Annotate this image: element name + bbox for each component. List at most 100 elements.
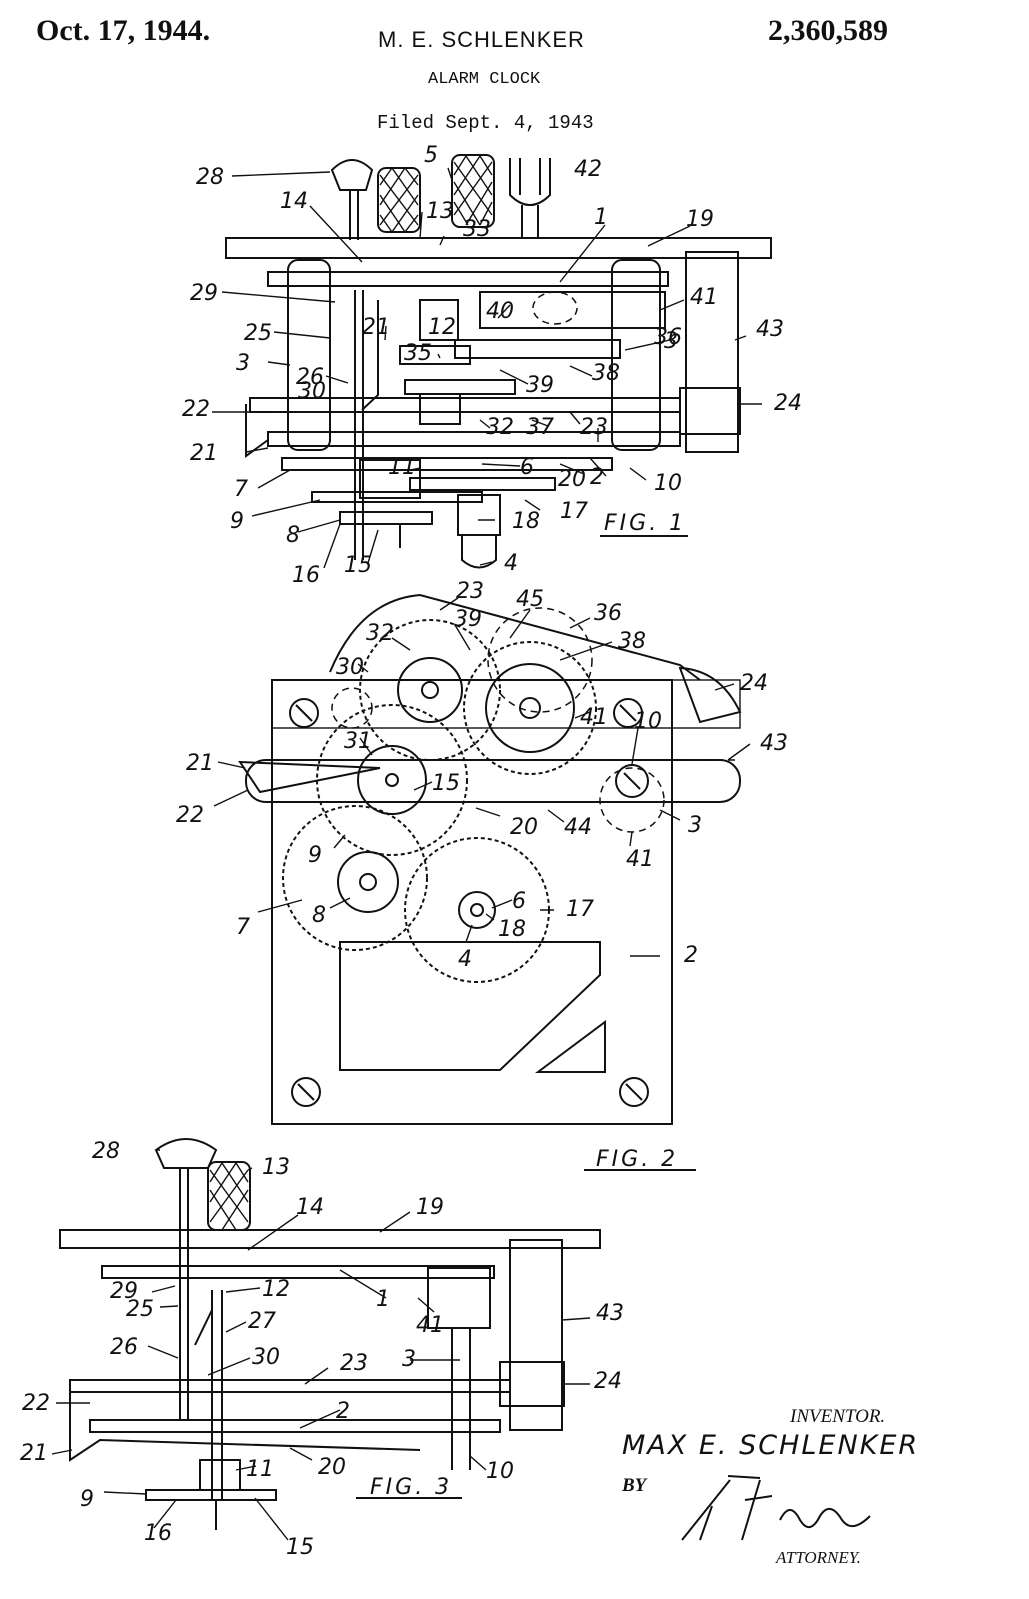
attorney-caption: ATTORNEY.: [776, 1548, 861, 1567]
fig1-ref-label: 23: [580, 415, 608, 440]
fig1-ref-label: 21: [190, 441, 218, 466]
inventor-caption: INVENTOR.: [790, 1406, 886, 1427]
fig3-ref-label: 25: [126, 1297, 154, 1322]
fig3-ref-label: 22: [22, 1391, 50, 1416]
fig3-leaders: [51, 1149, 591, 1541]
fig3-ref-label: 24: [594, 1369, 622, 1394]
fig1-ref-label: 39: [526, 373, 554, 398]
fig2-ref-label: 18: [498, 917, 526, 942]
fig1-ref-label: 15: [344, 553, 372, 578]
fig1-ref-label: 43: [756, 317, 784, 342]
fig3-ref-label: 21: [20, 1441, 48, 1466]
fig3-ref-label: 16: [144, 1521, 172, 1546]
fig3-ref-label: 14: [296, 1195, 324, 1220]
fig1-ref-label: 20: [558, 467, 586, 492]
fig1-ref-label: 36: [654, 325, 682, 350]
fig2-drawing: [238, 593, 742, 1171]
fig3-caption: FIG. 3: [370, 1475, 452, 1500]
fig1-ref-label: 3: [664, 329, 678, 354]
fig2-ref-label: 32: [366, 621, 394, 646]
fig1-ref-label: 21: [362, 315, 390, 340]
fig1-ref-label: 32: [486, 415, 514, 440]
fig2-ref-label: 10: [634, 709, 662, 734]
fig2-caption: FIG. 2: [596, 1147, 678, 1172]
fig2-ref-label: 38: [618, 629, 646, 654]
attorney-signature: [681, 1475, 871, 1541]
fig2-ref-label: 45: [516, 587, 544, 612]
fig3-ref-label: 29: [110, 1279, 138, 1304]
fig1-ref-label: 6: [520, 455, 534, 480]
fig1-ref-label: 4: [504, 551, 518, 576]
fig1-ref-label: 35: [404, 341, 432, 366]
fig2-ref-label: 39: [454, 607, 482, 632]
patent-number: 2,360,589: [768, 14, 888, 47]
fig2-ref-label: 20: [510, 815, 538, 840]
fig3-ref-label: 11: [246, 1457, 274, 1482]
fig2-ref-label: 41: [626, 847, 654, 872]
fig1-ref-label: 5: [424, 143, 438, 168]
fig1-ref-label: 37: [526, 415, 554, 440]
fig1-ref-label: 12: [428, 315, 456, 340]
fig1-ref-label: 9: [230, 509, 244, 534]
patent-title: ALARM CLOCK: [428, 70, 541, 89]
fig3-ref-label: 10: [486, 1459, 514, 1484]
fig1-ref-label: 30: [298, 379, 326, 404]
fig3-ref-label: 2: [336, 1399, 350, 1424]
fig2-ref-label: 6: [512, 889, 526, 914]
fig2-ref-label: 2: [684, 943, 698, 968]
fig1-drawing: [225, 154, 772, 569]
fig1-ref-label: 24: [774, 391, 802, 416]
fig2-ref-label: 15: [432, 771, 460, 796]
fig3-ref-label: 28: [92, 1139, 120, 1164]
fig2-ref-label: 9: [308, 843, 322, 868]
fig1-ref-label: 8: [286, 523, 300, 548]
fig1-ref-label: 41: [690, 285, 718, 310]
fig1-ref-label: 2: [590, 465, 604, 490]
by-label: BY: [622, 1475, 647, 1496]
fig2-ref-label: 31: [344, 729, 372, 754]
fig3-ref-label: 26: [110, 1335, 138, 1360]
fig2-ref-label: 41: [580, 705, 608, 730]
fig2-ref-label: 21: [186, 751, 214, 776]
fig1-ref-label: 11: [388, 455, 416, 480]
fig1-ref-label: 42: [574, 157, 602, 182]
fig1-ref-label: 28: [196, 165, 224, 190]
fig2-ref-label: 36: [594, 601, 622, 626]
fig1-ref-label: 26: [296, 365, 324, 390]
fig3-ref-label: 1: [376, 1287, 390, 1312]
fig3-ref-label: 27: [248, 1309, 276, 1334]
fig2-ref-label: 7: [236, 915, 250, 940]
fig2-ref-label: 4: [458, 947, 472, 972]
fig3-ref-label: 23: [340, 1351, 368, 1376]
fig1-ref-label: 16: [292, 563, 320, 588]
fig1-leaders: [212, 167, 762, 569]
fig2-ref-label: 22: [176, 803, 204, 828]
fig1-ref-label: 22: [182, 397, 210, 422]
fig1-ref-label: 17: [560, 499, 588, 524]
fig2-ref-label: 17: [566, 897, 594, 922]
fig1-ref-label: 7: [234, 477, 248, 502]
fig2-ref-label: 44: [564, 815, 592, 840]
fig1-ref-label: 10: [654, 471, 682, 496]
fig3-ref-label: 15: [286, 1535, 314, 1560]
fig1-ref-label: 25: [244, 321, 272, 346]
inventor-header: M. E. SCHLENKER: [378, 27, 585, 52]
fig3-ref-label: 12: [262, 1277, 290, 1302]
fig2-leaders: [213, 597, 751, 957]
fig1-ref-label: 14: [280, 189, 308, 214]
filed-date: Filed Sept. 4, 1943: [377, 112, 594, 134]
fig3-ref-label: 30: [252, 1345, 280, 1370]
fig1-ref-label: 13: [426, 199, 454, 224]
fig1-ref-label: 40: [486, 299, 514, 324]
fig3-drawing: [59, 1138, 601, 1530]
fig3-ref-label: 13: [262, 1155, 290, 1180]
fig3-ref-label: 9: [80, 1487, 94, 1512]
fig2-ref-label: 3: [688, 813, 702, 838]
fig2-ref-label: 24: [740, 671, 768, 696]
fig1-caption: FIG. 1: [604, 511, 686, 536]
fig1-ref-label: 3: [236, 351, 250, 376]
fig1-ref-label: 38: [592, 361, 620, 386]
fig3-ref-label: 19: [416, 1195, 444, 1220]
